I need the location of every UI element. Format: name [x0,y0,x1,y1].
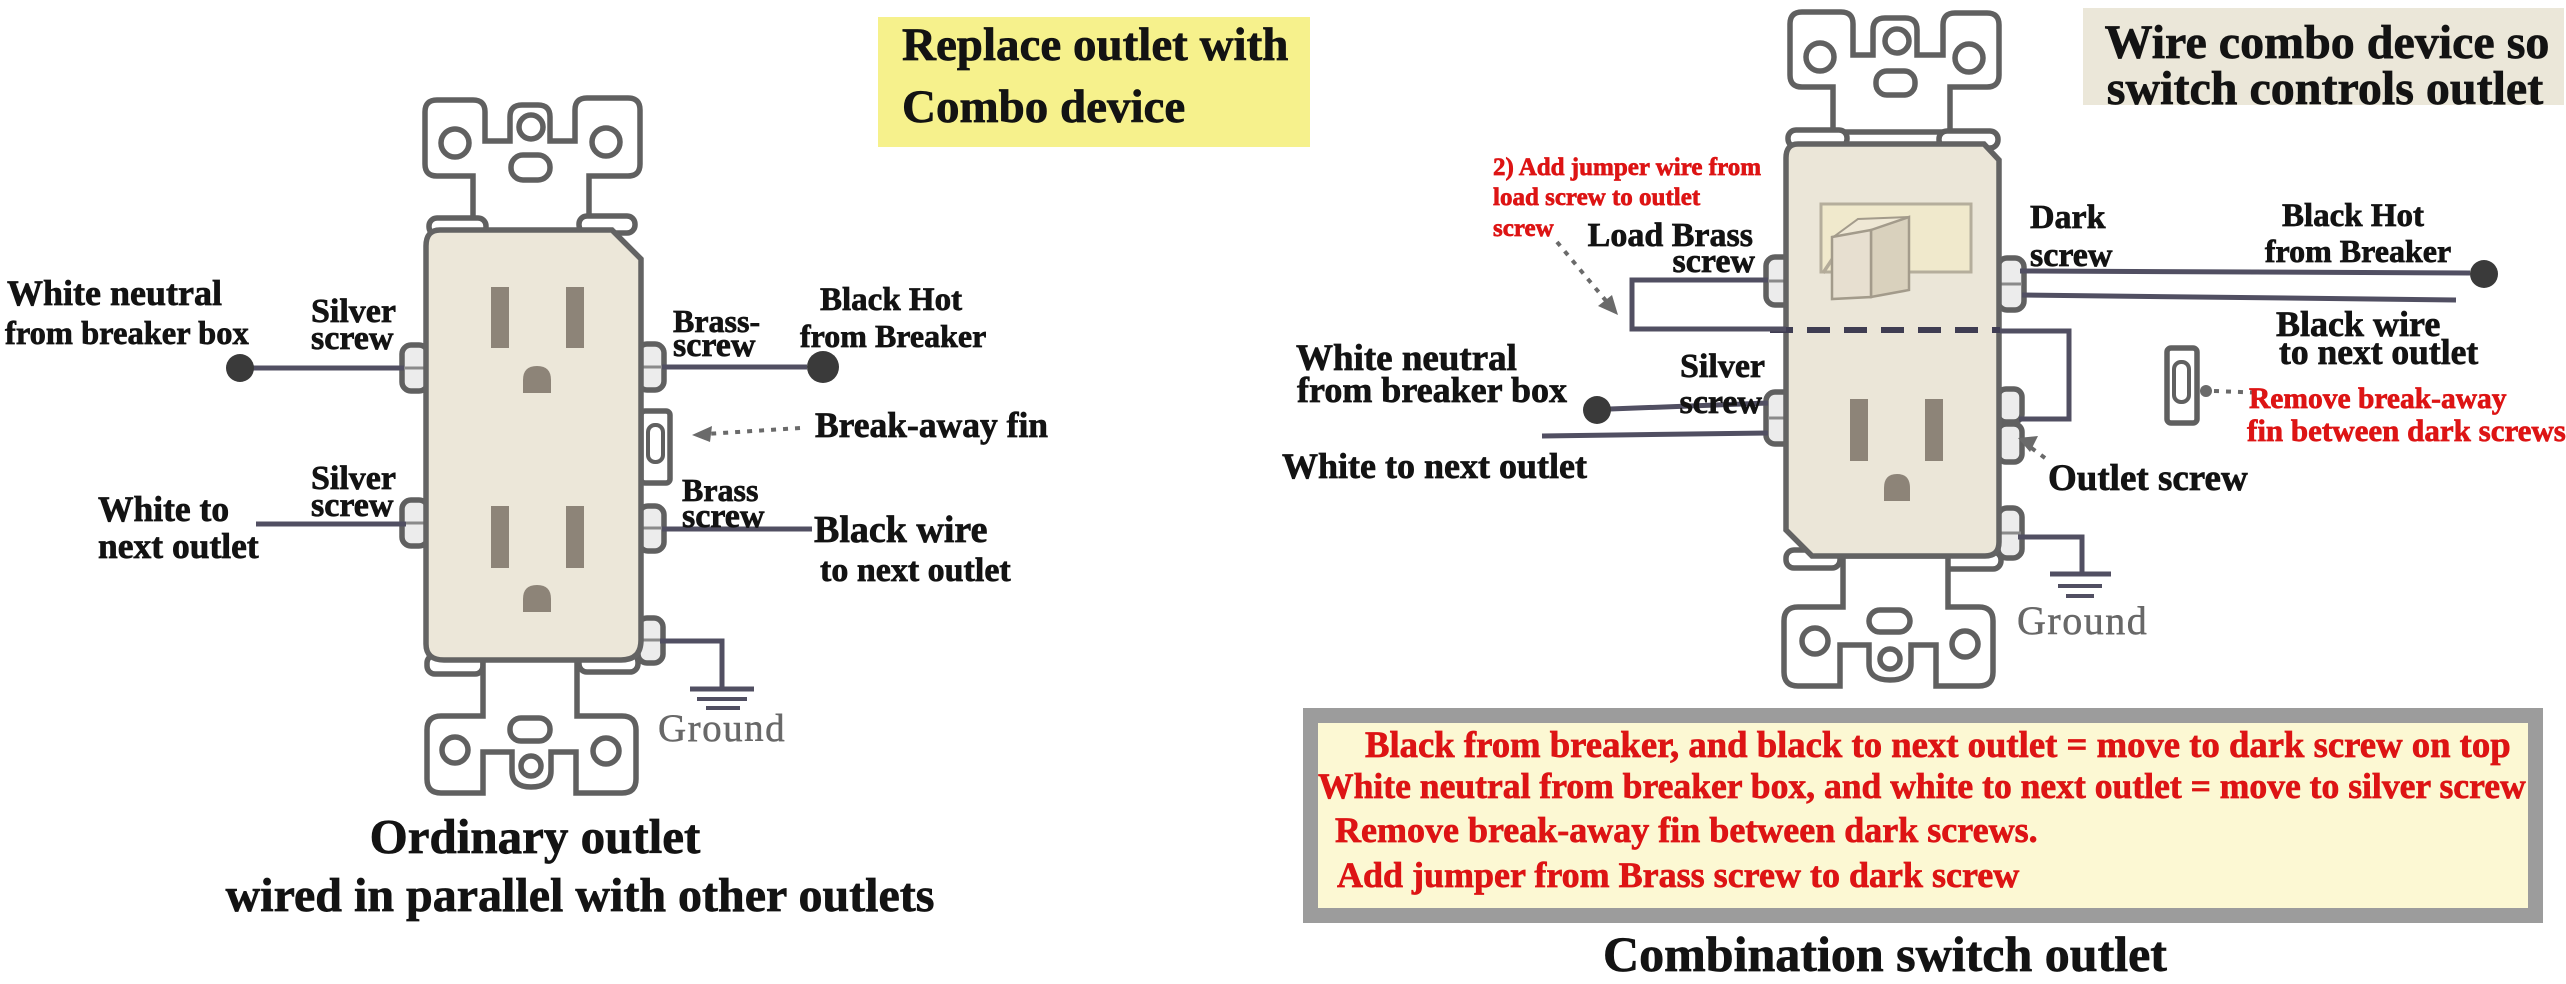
svg-text:Black Hot: Black Hot [2282,198,2424,234]
svg-text:to next outlet: to next outlet [820,552,1011,589]
svg-text:load screw to outlet: load screw to outlet [1493,184,1701,211]
svg-text:White neutral: White neutral [1296,338,1517,379]
svg-text:screw: screw [1680,384,1763,421]
svg-text:White to next outlet: White to next outlet [1282,446,1587,486]
svg-text:screw: screw [682,498,765,535]
svg-text:White neutral from breaker box: White neutral from breaker box, and whit… [1318,766,2526,806]
svg-text:Silver: Silver [311,293,396,330]
svg-text:screw: screw [673,327,756,364]
svg-text:Add jumper from Brass screw to: Add jumper from Brass screw to dark scre… [1337,855,2019,895]
svg-text:Replace outlet with: Replace outlet with [902,19,1288,71]
svg-text:screw: screw [1493,215,1554,242]
svg-text:Combination switch outlet: Combination switch outlet [1603,926,2167,982]
svg-text:from Breaker: from Breaker [800,318,986,354]
svg-text:to next outlet: to next outlet [2279,332,2478,372]
svg-text:White to: White to [98,489,229,529]
svg-text:Ground: Ground [2017,598,2148,643]
svg-text:screw: screw [2030,237,2113,274]
svg-text:Remove break-away: Remove break-away [2249,383,2507,415]
svg-text:Silver: Silver [311,460,396,497]
svg-text:Silver: Silver [1680,348,1765,385]
svg-text:screw: screw [311,487,394,524]
svg-text:Combo device: Combo device [902,81,1185,133]
svg-text:screw: screw [311,320,394,357]
svg-text:switch controls outlet: switch controls outlet [2107,62,2543,115]
svg-text:next outlet: next outlet [98,526,259,566]
svg-text:Brass-: Brass- [673,303,760,339]
svg-text:Remove break-away fin between: Remove break-away fin between dark screw… [1335,810,2038,850]
svg-text:Black Hot: Black Hot [820,282,962,318]
svg-text:White neutral: White neutral [7,273,222,313]
svg-text:from Breaker: from Breaker [2265,233,2451,269]
svg-text:Outlet screw: Outlet screw [2048,458,2248,499]
svg-text:fin between dark screws: fin between dark screws [2247,413,2566,448]
svg-text:wired in parallel with other o: wired in parallel with other outlets [226,869,935,922]
svg-text:Black wire: Black wire [2276,304,2440,344]
svg-text:Wire combo device so: Wire combo device so [2105,16,2550,69]
svg-text:from breaker box: from breaker box [1297,370,1567,410]
svg-text:Brass: Brass [682,472,758,508]
svg-text:Black wire: Black wire [814,509,987,551]
svg-text:Load Brass: Load Brass [1588,217,1753,254]
svg-text:Black from breaker, and black: Black from breaker, and black to next ou… [1365,724,2511,765]
svg-text:screw: screw [1673,243,1756,280]
svg-text:Ground: Ground [658,707,786,750]
svg-text:Ordinary outlet: Ordinary outlet [370,809,701,864]
svg-text:2) Add jumper wire from: 2) Add jumper wire from [1493,154,1761,181]
svg-text:Break-away fin: Break-away fin [815,405,1048,445]
svg-text:Dark: Dark [2030,199,2106,236]
svg-text:from breaker box: from breaker box [5,316,249,352]
